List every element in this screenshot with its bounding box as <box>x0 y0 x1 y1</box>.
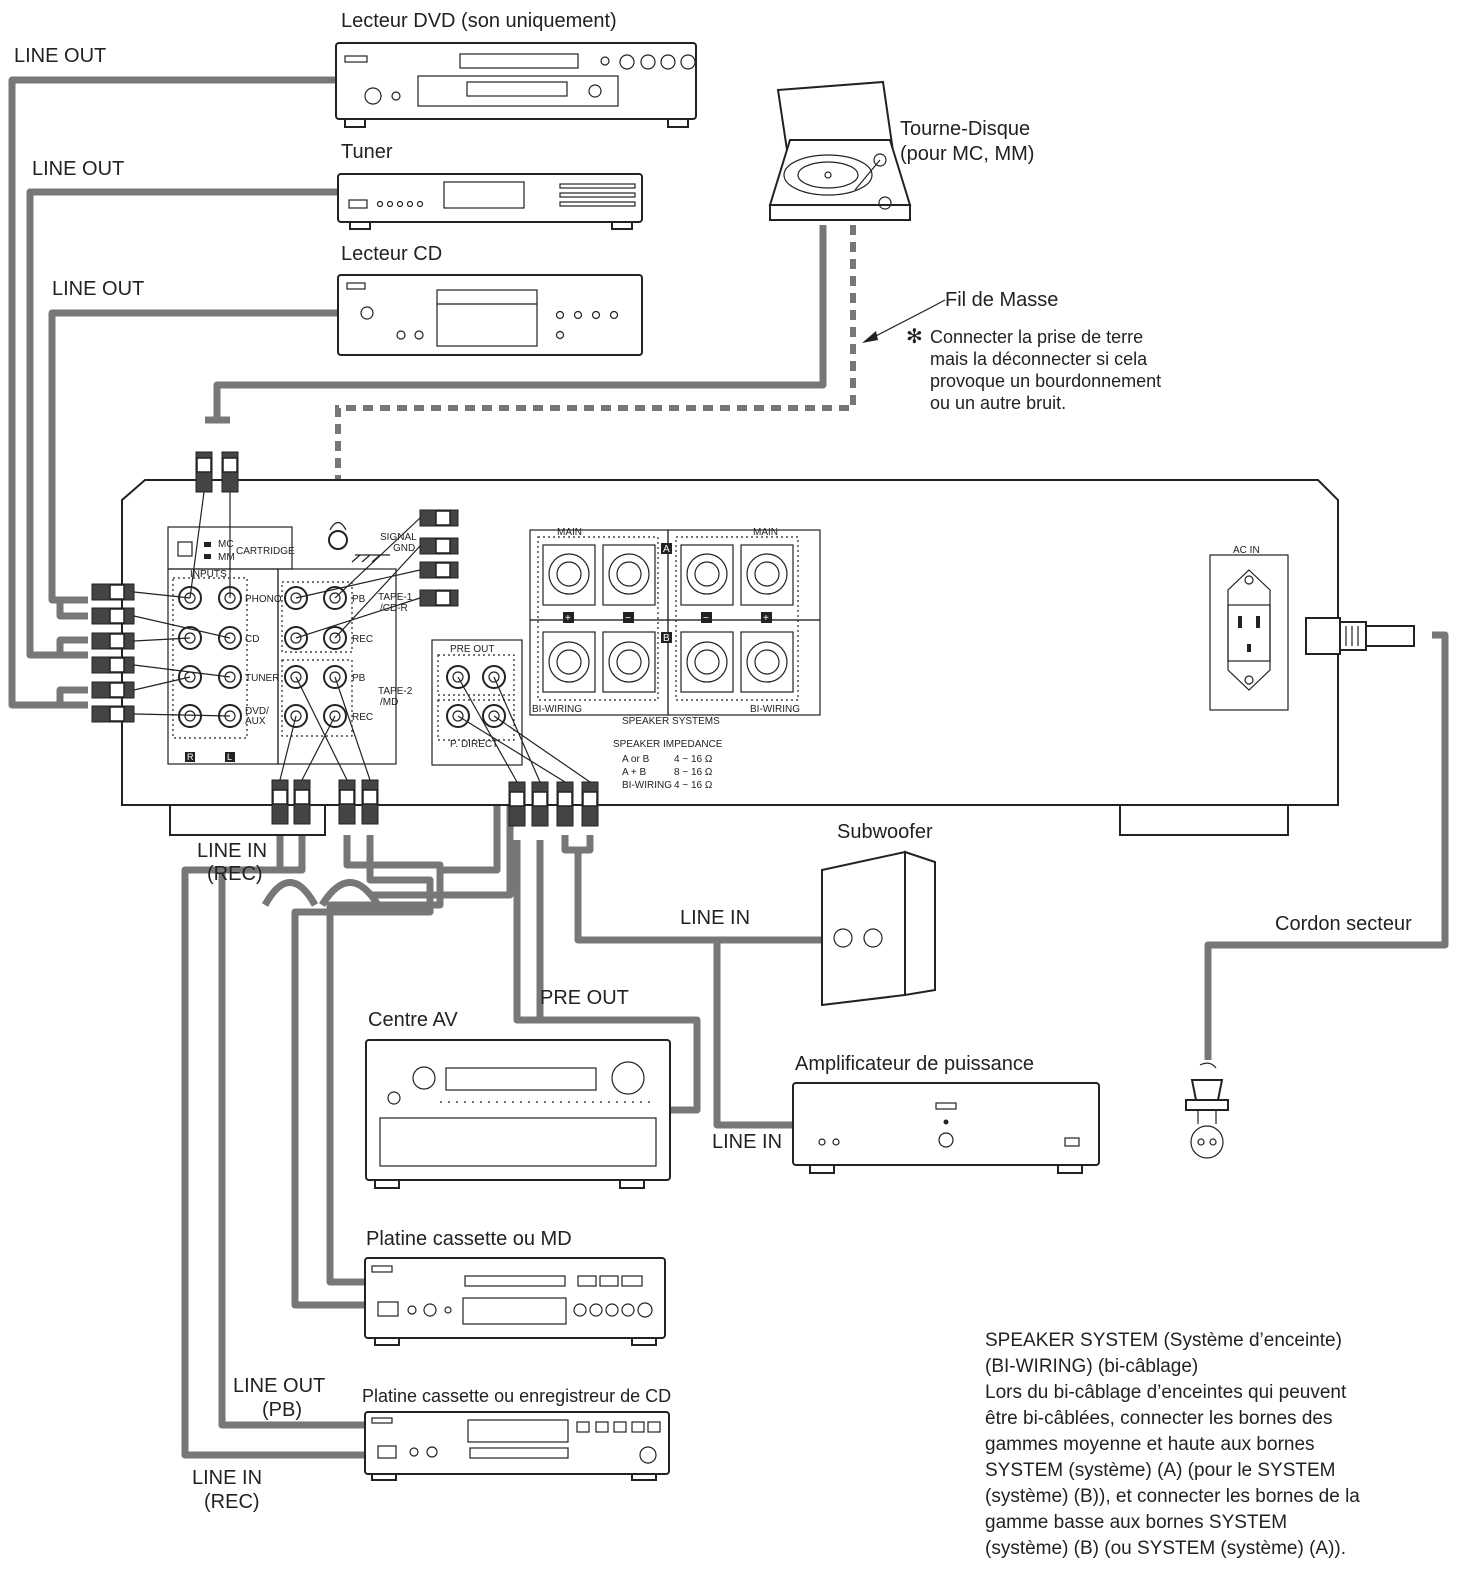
note-line-1: SPEAKER SYSTEM (Système d’enceinte) <box>985 1330 1342 1351</box>
panel-dvd: DVD/ <box>245 706 269 717</box>
panel-ac-in: AC IN <box>1233 545 1260 556</box>
panel-phono: PHONO <box>245 594 282 605</box>
dvd-player: Lecteur DVD (son uniquement) <box>335 10 697 128</box>
panel-inputs: INPUTS <box>190 569 227 580</box>
imp-row2-a: A + B <box>622 767 647 778</box>
panel-rec1: REC <box>352 634 373 645</box>
subwoofer-label: Subwoofer <box>837 821 933 843</box>
mains-cord-label: Cordon secteur <box>1275 913 1412 935</box>
ground-wire-note: Fil de Masse ✻ Connecter la prise de ter… <box>862 289 1161 413</box>
panel-speaker-systems: SPEAKER SYSTEMS <box>622 716 720 727</box>
tape-cdr-deck: Platine cassette ou enregistreur de CD <box>362 1386 671 1481</box>
panel-r-inputs: R <box>187 752 194 762</box>
note-line-2: (BI-WIRING) (bi-câblage) <box>985 1356 1199 1377</box>
note-line-3: Lors du bi-câblage d’enceintes qui peuve… <box>985 1382 1347 1403</box>
panel-l-inputs: L <box>227 752 232 762</box>
imp-row1-a: A or B <box>622 754 650 765</box>
panel-a: A <box>663 544 670 555</box>
panel-pb2: PB <box>352 673 366 684</box>
note-line-4: être bi-câblées, connecter les bornes de… <box>985 1408 1333 1429</box>
imp-row3-b: 4 ~ 16 Ω <box>674 780 713 791</box>
panel-main-l: MAIN <box>753 527 778 538</box>
panel-tape1: TAPE-1 <box>378 592 413 603</box>
line-out-pb-label-2: (PB) <box>262 1399 302 1421</box>
ground-note-4: ou un autre bruit. <box>930 393 1066 413</box>
pre-out-label: PRE OUT <box>540 987 629 1009</box>
panel-speaker-impedance: SPEAKER IMPEDANCE <box>613 739 723 750</box>
note-line-9: (système) (B) (ou SYSTEM (système) (A)). <box>985 1538 1347 1559</box>
line-in-rec2-label-1: LINE IN <box>192 1467 262 1489</box>
panel-cd: CD <box>245 634 259 645</box>
panel-minus-r: − <box>625 613 631 624</box>
turntable: Tourne-Disque (pour MC, MM) <box>768 80 1034 221</box>
panel-tuner: TUNER <box>245 673 279 684</box>
mains-plug-on-panel <box>1305 617 1415 655</box>
line-in-sub-label: LINE IN <box>680 907 750 929</box>
power-amp: Amplificateur de puissance <box>792 1053 1100 1174</box>
cd-player: Lecteur CD <box>337 243 643 356</box>
panel-plus-r: + <box>565 613 571 624</box>
panel-pre-out: PRE OUT <box>450 644 494 655</box>
line-in-rec-label-2: (REC) <box>207 863 263 885</box>
tape-md-label: Platine cassette ou MD <box>366 1228 572 1250</box>
panel-tape2: TAPE-2 <box>378 686 413 697</box>
ground-wire-title: Fil de Masse <box>945 289 1058 311</box>
dvd-player-label: Lecteur DVD (son uniquement) <box>341 10 617 32</box>
rca-plugs <box>91 451 599 827</box>
panel-cartridge: CARTRIDGE <box>236 546 295 557</box>
imp-row1-b: 4 ~ 16 Ω <box>674 754 713 765</box>
imp-row2-b: 8 ~ 16 Ω <box>674 767 713 778</box>
panel-p-direct: P. DIRECT <box>450 739 498 750</box>
tuner-label: Tuner <box>341 141 393 163</box>
note-line-8: gamme basse aux bornes SYSTEM <box>985 1512 1288 1533</box>
line-out-dvd-label: LINE OUT <box>14 45 106 67</box>
panel-minus-l: − <box>703 613 709 624</box>
panel-mm: MM <box>218 552 235 563</box>
ground-star: ✻ <box>906 326 923 348</box>
note-line-7: (système) (B)), et connecter les bornes … <box>985 1486 1360 1507</box>
av-center-label: Centre AV <box>368 1009 458 1031</box>
tape-cdr-label: Platine cassette ou enregistreur de CD <box>362 1386 671 1406</box>
panel-cdr: /CD-R <box>380 603 408 614</box>
panel-pb1: PB <box>352 594 366 605</box>
ground-note-2: mais la déconnecter si cela <box>930 349 1148 369</box>
subwoofer: Subwoofer <box>821 821 936 1007</box>
panel-b: B <box>663 633 670 644</box>
line-in-rec-label-1: LINE IN <box>197 840 267 862</box>
cables <box>8 76 1449 1459</box>
tape-md-deck: Platine cassette ou MD <box>364 1228 666 1346</box>
ground-note-3: provoque un bourdonnement <box>930 371 1161 391</box>
panel-bi-wiring-r: BI-WIRING <box>532 704 582 715</box>
imp-row3-a: BI-WIRING <box>622 780 672 791</box>
panel-plus-l: + <box>763 613 769 624</box>
panel-bi-wiring-l: BI-WIRING <box>750 704 800 715</box>
note-line-5: gammes moyenne et haute aux bornes <box>985 1434 1315 1455</box>
panel-rec2: REC <box>352 712 373 723</box>
cd-player-label: Lecteur CD <box>341 243 442 265</box>
tuner: Tuner <box>337 141 643 230</box>
turntable-label-2: (pour MC, MM) <box>900 143 1034 165</box>
panel-gnd: GND <box>393 543 415 554</box>
wall-plug <box>1185 1062 1229 1159</box>
panel-mc: MC <box>218 539 234 550</box>
line-out-cd-label: LINE OUT <box>52 278 144 300</box>
power-amp-label: Amplificateur de puissance <box>795 1053 1034 1075</box>
turntable-label-1: Tourne-Disque <box>900 118 1030 140</box>
panel-aux: AUX <box>245 716 266 727</box>
line-out-pb-label-1: LINE OUT <box>233 1375 325 1397</box>
panel-md: /MD <box>380 697 398 708</box>
panel-main-r: MAIN <box>557 527 582 538</box>
bi-wiring-note: SPEAKER SYSTEM (Système d’enceinte) (BI-… <box>985 1328 1445 1562</box>
line-in-rec2-label-2: (REC) <box>204 1491 260 1513</box>
av-center: Centre AV <box>365 1009 671 1189</box>
note-line-6: SYSTEM (système) (A) (pour le SYSTEM <box>985 1460 1336 1481</box>
ground-note-1: Connecter la prise de terre <box>930 327 1143 347</box>
line-out-tuner-label: LINE OUT <box>32 158 124 180</box>
line-in-amp-label: LINE IN <box>712 1131 782 1153</box>
